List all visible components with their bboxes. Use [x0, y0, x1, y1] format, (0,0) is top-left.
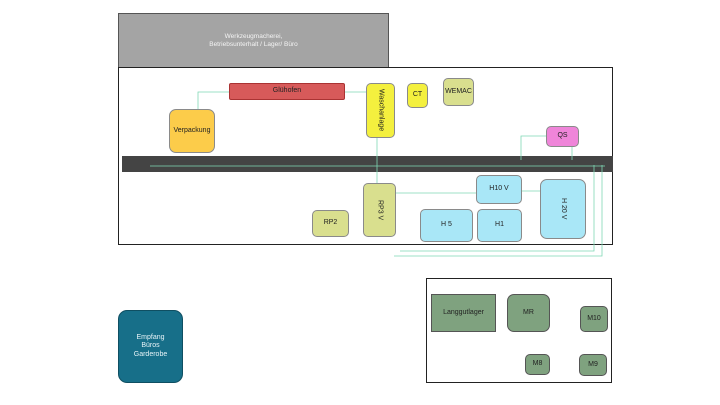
- station-m10[interactable]: M10: [580, 306, 608, 332]
- station-gluhofen[interactable]: Glühofen: [229, 83, 345, 100]
- station-langgutlager[interactable]: Langgutlager: [431, 294, 496, 332]
- station-wemac-label: WEMAC: [445, 87, 472, 95]
- top-building: Werkzeugmacherei, Betriebsunterhalt / La…: [118, 13, 389, 68]
- station-h1[interactable]: H1: [477, 209, 522, 242]
- flow-line-qs-left: [520, 135, 546, 160]
- station-wemac[interactable]: WEMAC: [443, 78, 474, 106]
- station-mr[interactable]: MR: [507, 294, 550, 332]
- station-h5-label: H 5: [441, 221, 452, 229]
- station-rp2[interactable]: RP2: [312, 210, 349, 237]
- storage-hall: [426, 278, 612, 383]
- station-ct[interactable]: CT: [407, 83, 428, 108]
- station-h5[interactable]: H 5: [420, 209, 473, 242]
- flow-line-right-2: [394, 165, 603, 257]
- station-rp3v[interactable]: RP3 V: [363, 183, 396, 237]
- office-block[interactable]: Empfang Büros Garderobe: [118, 310, 183, 383]
- station-m10-label: M10: [587, 314, 601, 322]
- station-waschanlage[interactable]: Waschanlage: [366, 83, 395, 138]
- station-rp3v-label: RP3 V: [376, 199, 384, 221]
- station-rp2-label: RP2: [323, 219, 338, 227]
- station-qs[interactable]: QS: [546, 126, 579, 147]
- station-m9-label: M9: [588, 360, 598, 368]
- station-m8[interactable]: M8: [525, 354, 550, 375]
- office-block-label: Empfang Büros Garderobe: [133, 334, 168, 358]
- station-h10v-label: H10 V: [489, 185, 509, 193]
- station-qs-label: QS: [557, 132, 568, 140]
- station-langgutlager-label: Langgutlager: [443, 308, 484, 316]
- station-verpackung-label: Verpackung: [173, 126, 211, 134]
- station-h20v-label: H 20 V: [560, 198, 568, 220]
- station-gluhofen-label: Glühofen: [272, 87, 302, 95]
- station-ct-label: CT: [412, 91, 423, 99]
- station-m8-label: M8: [532, 360, 543, 368]
- station-waschanlage-label: Waschanlage: [377, 89, 385, 132]
- station-m9[interactable]: M9: [579, 354, 607, 376]
- station-h20v[interactable]: H 20 V: [540, 179, 586, 239]
- station-h1-label: H1: [495, 221, 504, 229]
- flow-line-right-1: [400, 165, 595, 252]
- station-mr-label: MR: [523, 308, 534, 316]
- top-building-label: Werkzeugmacherei, Betriebsunterhalt / La…: [209, 33, 298, 48]
- station-verpackung[interactable]: Verpackung: [169, 109, 215, 153]
- corridor: [122, 156, 613, 172]
- station-h10v[interactable]: H10 V: [476, 175, 522, 204]
